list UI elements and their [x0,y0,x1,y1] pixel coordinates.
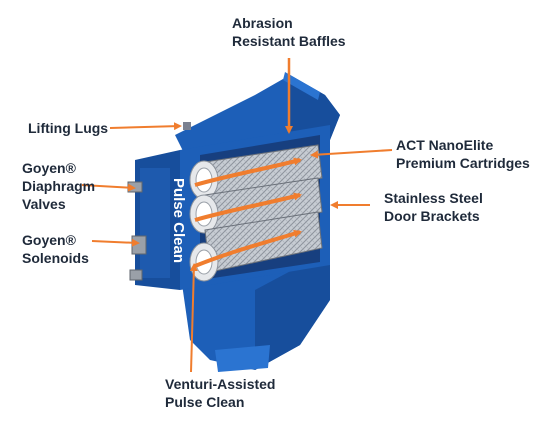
label-solenoids: Goyen® Solenoids [22,231,89,267]
label-abrasion-baffles: Abrasion Resistant Baffles [232,14,346,50]
leader-lifting-lugs [110,126,180,128]
label-diaphragm-valves: Goyen® Diaphragm Valves [22,159,95,213]
label-lifting-lugs: Lifting Lugs [28,119,108,137]
solenoid-2 [130,270,142,280]
side-rail [140,168,170,278]
label-cartridges: ACT NanoElite Premium Cartridges [396,136,530,172]
leader-solenoids [92,241,138,243]
label-door-brackets: Stainless Steel Door Brackets [384,189,483,225]
label-venturi: Venturi-Assisted Pulse Clean [165,375,275,411]
pulse-clean-caption: Pulse Clean [170,178,187,263]
solenoid-1 [132,236,146,254]
lifting-lug [183,122,191,130]
